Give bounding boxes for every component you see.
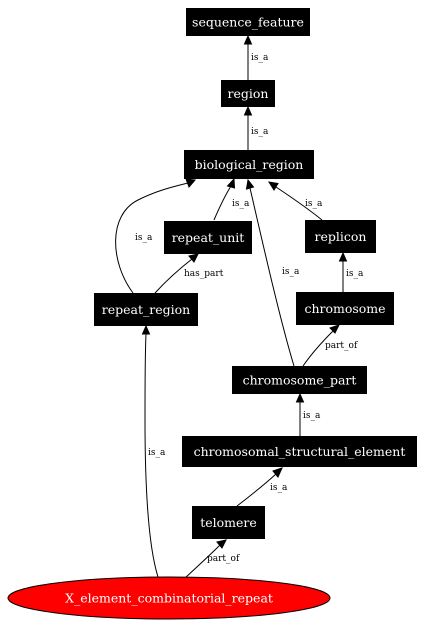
edges: is_a is_a is_a is_a is_a — [115, 34, 364, 579]
edge-chromosome-part-chromosome: part_of — [302, 324, 358, 367]
edge-label-x-element-repeat-region: is_a — [148, 448, 166, 458]
edge-label-x-element-telomere: part_of — [207, 554, 240, 564]
node-sequence-feature[interactable]: sequence_feature — [186, 8, 310, 36]
edge-label-region-sequence-feature: is_a — [251, 53, 269, 63]
edge-cse-chromosome-part: is_a — [295, 392, 321, 436]
node-label-sequence-feature: sequence_feature — [192, 15, 304, 30]
edge-repeat-region-repeat-unit: has_part — [154, 253, 224, 294]
edge-biological-region-region: is_a — [243, 105, 269, 150]
node-label-chromosome: chromosome — [304, 301, 385, 316]
node-label-x-element-combinatorial-repeat: X_element_combinatorial_repeat — [65, 591, 273, 606]
node-label-replicon: replicon — [315, 229, 367, 244]
edge-label-repeat-region-repeat-unit: has_part — [184, 269, 224, 279]
edge-label-repeat-region-biological-region: is_a — [135, 233, 153, 243]
edge-replicon-biological-region: is_a — [267, 181, 323, 221]
edge-label-telomere-cse: is_a — [270, 483, 288, 493]
node-chromosome-part[interactable]: chromosome_part — [232, 366, 367, 394]
node-biological-region[interactable]: biological_region — [184, 150, 314, 179]
edge-repeat-region-biological-region: is_a — [115, 178, 196, 294]
edge-label-repeat-unit-biological-region: is_a — [232, 199, 250, 209]
node-chromosomal-structural-element[interactable]: chromosomal_structural_element — [182, 436, 417, 467]
edge-chromosome-part-biological-region: is_a — [245, 178, 300, 367]
node-x-element-combinatorial-repeat[interactable]: X_element_combinatorial_repeat — [7, 576, 331, 620]
edge-chromosome-replicon: is_a — [338, 251, 364, 292]
node-label-chromosomal-structural-element: chromosomal_structural_element — [194, 444, 406, 459]
node-label-telomere: telomere — [200, 515, 257, 530]
edge-telomere-cse: is_a — [236, 467, 288, 507]
node-label-repeat-region: repeat_region — [102, 302, 190, 317]
node-chromosome[interactable]: chromosome — [296, 292, 394, 325]
edge-label-chromosome-part-biological-region: is_a — [282, 267, 300, 277]
edge-region-sequence-feature: is_a — [243, 34, 269, 80]
nodes: sequence_feature region biological_regio… — [7, 8, 417, 620]
edge-x-element-telomere: part_of — [184, 539, 240, 579]
edge-label-cse-chromosome-part: is_a — [303, 411, 321, 421]
node-repeat-unit[interactable]: repeat_unit — [164, 221, 252, 254]
node-region[interactable]: region — [221, 80, 275, 107]
edge-label-chromosome-part-chromosome: part_of — [325, 341, 358, 351]
node-label-repeat-unit: repeat_unit — [172, 230, 245, 245]
edge-label-replicon-biological-region: is_a — [305, 199, 323, 209]
edge-x-element-repeat-region: is_a — [141, 324, 166, 578]
node-label-chromosome-part: chromosome_part — [243, 373, 357, 388]
node-label-region: region — [228, 86, 269, 101]
node-telomere[interactable]: telomere — [192, 506, 265, 539]
node-replicon[interactable]: replicon — [305, 220, 376, 253]
edge-label-chromosome-replicon: is_a — [346, 269, 364, 279]
edge-repeat-unit-biological-region: is_a — [213, 177, 250, 221]
edge-label-biological-region-region: is_a — [251, 127, 269, 137]
node-repeat-region[interactable]: repeat_region — [94, 293, 198, 326]
node-label-biological-region: biological_region — [195, 157, 304, 172]
